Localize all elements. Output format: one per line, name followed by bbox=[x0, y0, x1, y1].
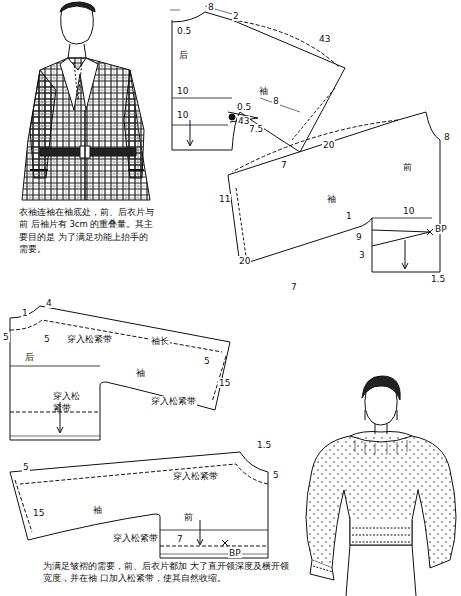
front-sleeve-draft bbox=[228, 98, 440, 272]
dimension-label: 7 bbox=[176, 534, 184, 544]
front-raglan-piece bbox=[10, 452, 268, 558]
dimension-label: 穿入松紧带 bbox=[172, 471, 219, 481]
dimension-label: 15 bbox=[218, 378, 231, 388]
dimension-label: 5 bbox=[2, 332, 10, 342]
note-text: 为满足皱褶的需要，前、后衣片都加 大了直开领深度及横开领宽度，并在袖 口加入松紧… bbox=[42, 560, 294, 585]
dimension-label: 9 bbox=[355, 232, 363, 242]
dimension-label: 7 bbox=[280, 160, 288, 170]
dimension-label: BP bbox=[228, 548, 242, 558]
part-label: 穿入松紧带 bbox=[52, 390, 84, 415]
dimension-label: 15 bbox=[32, 508, 45, 518]
dimension-label: 3 bbox=[358, 250, 366, 260]
dimension-label: 7 bbox=[290, 282, 298, 292]
dimension-label: 43 bbox=[318, 34, 331, 44]
dimension-label: 1 bbox=[345, 211, 353, 221]
dimension-label: 5 bbox=[272, 470, 280, 480]
dimension-label: 1 bbox=[21, 308, 29, 318]
dimension-label: 穿入松紧带 bbox=[150, 396, 197, 406]
dimension-label: 5 bbox=[43, 334, 51, 344]
dimension-label: 10 bbox=[176, 86, 189, 96]
dimension-label: 前 bbox=[402, 162, 413, 172]
dimension-label: 4 bbox=[45, 298, 53, 308]
dimension-label: 20 bbox=[322, 140, 335, 150]
dimension-label: 10 bbox=[402, 206, 415, 216]
dimension-label: 袖长 bbox=[150, 336, 170, 346]
dimension-label: BP bbox=[434, 224, 448, 234]
dimension-label: 1.5 bbox=[256, 440, 272, 450]
dimension-label: 前 bbox=[183, 512, 194, 522]
note-text: 衣袖连袖在袖底处，前、后衣片与前 后袖片有 3cm 的重叠量。其主要目的是 为了… bbox=[18, 206, 155, 255]
dimension-label: 8 bbox=[443, 132, 451, 142]
dimension-label: 穿入松紧带 bbox=[112, 533, 159, 543]
dimension-label: 2 bbox=[232, 11, 240, 21]
dimension-label: 后 bbox=[178, 50, 189, 60]
back-raglan-piece bbox=[10, 306, 230, 440]
dimension-label: 43 bbox=[237, 116, 250, 126]
dimension-label: 0.5 bbox=[236, 102, 252, 112]
dimension-label: 11 bbox=[218, 194, 231, 204]
dimension-label: 袖 bbox=[135, 368, 146, 378]
dimension-label: 袖 bbox=[92, 505, 103, 515]
dimension-label: 8 bbox=[272, 96, 280, 106]
dimension-label: 0.5 bbox=[176, 26, 192, 36]
back-sleeve-draft bbox=[170, 6, 345, 152]
dimension-label: 1.5 bbox=[430, 274, 446, 284]
blouse-figure bbox=[306, 376, 456, 596]
dimension-label: 20 bbox=[238, 256, 251, 266]
dimension-label: 10 bbox=[176, 110, 189, 120]
dimension-label: 袖 bbox=[326, 194, 337, 204]
coat-figure bbox=[22, 2, 150, 200]
dimension-label: 5 bbox=[22, 462, 30, 472]
dimension-label: 后 bbox=[24, 352, 35, 362]
dimension-label: 袖 bbox=[258, 86, 269, 96]
dimension-label: 8 bbox=[207, 2, 215, 12]
dimension-label: 穿入松紧带 bbox=[66, 334, 113, 344]
dimension-label: 5 bbox=[203, 356, 211, 366]
